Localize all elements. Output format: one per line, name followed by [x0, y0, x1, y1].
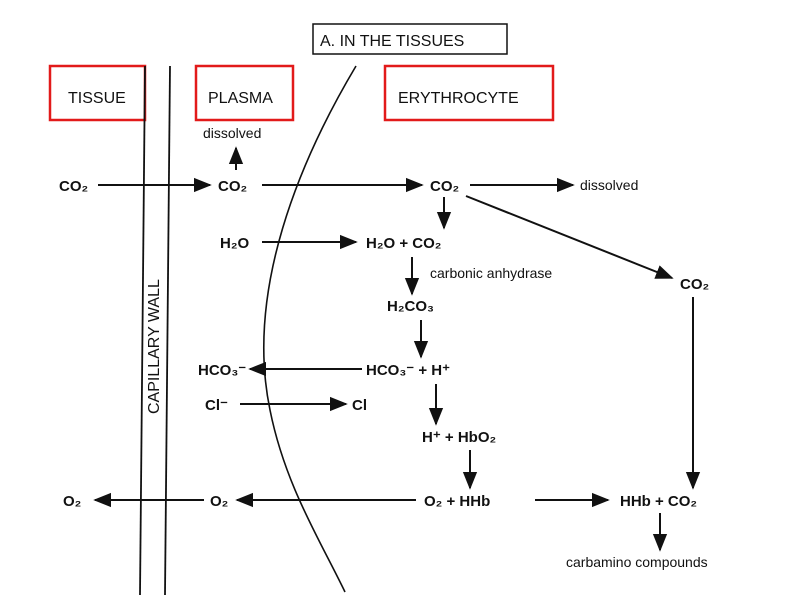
rbc-chloride: Cl [352, 397, 367, 414]
rbc-co2: CO₂ [430, 178, 459, 195]
arrow-rbc-co2-diagonal [465, 195, 674, 279]
rbc-bicarbonate-proton: HCO₃⁻ + H⁺ [366, 362, 450, 379]
rbc-co2-right: CO₂ [680, 276, 709, 293]
tissue-region-label: TISSUE [68, 90, 126, 107]
carbamino-compounds: carbamino compounds [566, 554, 708, 570]
capillary-wall-line-left [139, 65, 146, 596]
rbc-dissolved: dissolved [580, 177, 638, 193]
plasma-region-box [194, 64, 295, 122]
proton-oxyhemoglobin: H⁺ + HbO₂ [422, 429, 496, 446]
rbc-o2-hhb: O₂ + HHb [424, 493, 490, 510]
rbc-h2o-co2: H₂O + CO₂ [366, 235, 441, 252]
erythrocyte-region-box [383, 64, 555, 122]
plasma-region-label: PLASMA [208, 90, 273, 107]
title-box [312, 23, 508, 55]
hhb-co2: HHb + CO₂ [620, 493, 697, 510]
capillary-wall-line-right [164, 65, 171, 596]
plasma-dissolved: dissolved [203, 125, 261, 141]
capillary-wall-label: CAPILLARY WALL [146, 279, 163, 414]
plasma-co2: CO₂ [218, 178, 247, 195]
plasma-o2: O₂ [210, 493, 228, 510]
carbonic-anhydrase-label: carbonic anhydrase [430, 265, 552, 281]
page-title: A. IN THE TISSUES [320, 33, 464, 50]
plasma-h2o: H₂O [220, 235, 249, 252]
erythrocyte-membrane-curve [263, 65, 357, 593]
carbonic-acid: H₂CO₃ [387, 298, 434, 315]
tissue-co2: CO₂ [59, 178, 88, 195]
erythrocyte-region-label: ERYTHROCYTE [398, 90, 519, 107]
plasma-bicarbonate: HCO₃⁻ [198, 362, 246, 379]
plasma-chloride: Cl⁻ [205, 397, 228, 414]
tissue-o2: O₂ [63, 493, 81, 510]
